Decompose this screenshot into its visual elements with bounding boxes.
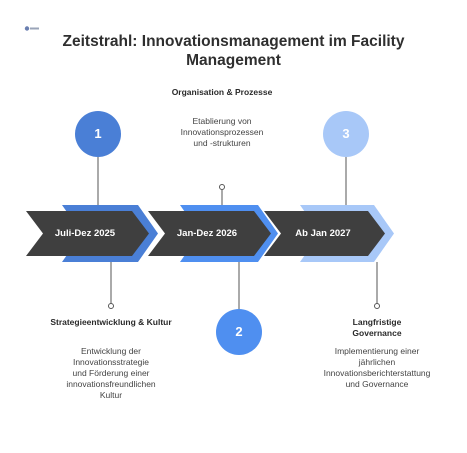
phase-circle-3 — [323, 111, 369, 157]
phase-description-1: Entwicklung der Innovationsstrategie und… — [66, 346, 156, 400]
phase-heading-1: Strategieentwicklung & Kultur — [50, 317, 172, 327]
phase-heading-3: Langfristige Governance — [352, 317, 402, 338]
phase-circle-1 — [75, 111, 121, 157]
phase-period-3: Ab Jan 2027 — [295, 228, 351, 239]
phase-period-2: Jan-Dez 2026 — [176, 228, 238, 239]
phase-number-2: 2 — [235, 324, 243, 339]
phase-heading-2: Organisation & Prozesse — [171, 87, 273, 97]
arrow-segment-3 — [264, 211, 385, 256]
phase-description-2: Etablierung von Innovationsprozessen und… — [180, 116, 264, 148]
logo-icon — [24, 26, 39, 31]
page-title: Zeitstrahl: Innovationsmanagement im Fac… — [62, 33, 405, 69]
phase-number-3: 3 — [342, 126, 350, 141]
connector-dot-1 — [108, 303, 114, 309]
connector-dot-2 — [219, 184, 225, 190]
arrow-segment-2 — [148, 211, 271, 256]
phase-description-3: Implementierung einer jährlichen Innovat… — [323, 346, 431, 389]
phase-circle-2 — [216, 309, 262, 355]
phase-number-1: 1 — [94, 126, 102, 141]
phase-period-1: Juli-Dez 2025 — [54, 228, 116, 239]
arrow-segment-1 — [26, 211, 149, 256]
connector-dot-3 — [374, 303, 380, 309]
